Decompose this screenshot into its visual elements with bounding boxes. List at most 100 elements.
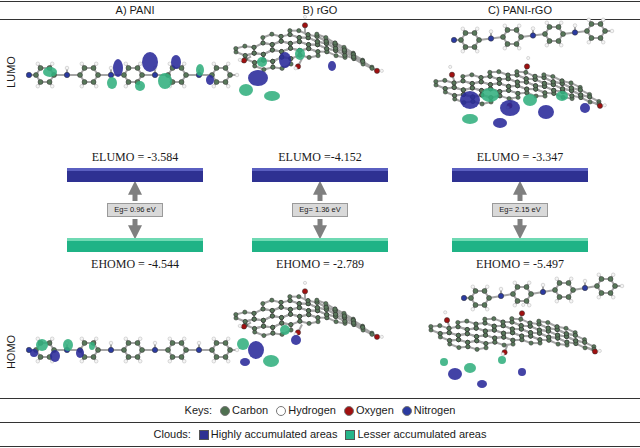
atom [64, 72, 69, 77]
atom [573, 333, 577, 337]
atom [271, 325, 275, 329]
atom [480, 102, 484, 106]
atom [463, 30, 468, 35]
atom [566, 295, 571, 300]
atom [546, 326, 550, 330]
atom [170, 355, 175, 360]
atom [94, 62, 98, 66]
atom [483, 329, 487, 333]
atom [212, 62, 216, 66]
atom [374, 334, 379, 339]
table-rule [0, 1, 640, 2]
atom [324, 305, 328, 309]
atom [552, 88, 556, 92]
atom [588, 100, 592, 104]
atom [520, 334, 524, 338]
atom [288, 299, 292, 303]
atom [601, 40, 605, 44]
atom [302, 23, 307, 28]
atom [497, 81, 501, 85]
atom [514, 27, 519, 32]
orbital-cloud [464, 363, 476, 373]
atom [325, 47, 329, 51]
legend-text: Oxygen [356, 404, 394, 417]
atom [214, 80, 219, 85]
atom [452, 85, 456, 89]
atom [306, 43, 310, 47]
homo-level-bar: EHOMO = -4.544 [67, 238, 203, 252]
legend-row: Keys:CarbonHydrogenOxygenNitrogen [0, 404, 640, 417]
atom [235, 348, 239, 352]
atom [252, 51, 256, 55]
atom [184, 73, 189, 78]
band-gap-value: Eg= 1.36 eV [299, 205, 341, 215]
atom [599, 291, 604, 296]
atom [261, 52, 265, 56]
atom [515, 80, 519, 84]
atom [243, 319, 247, 323]
atom [361, 59, 365, 63]
orbital-cloud [63, 339, 73, 351]
table-rule [0, 446, 640, 447]
atom [488, 74, 492, 78]
atom [524, 77, 528, 81]
atom [243, 53, 247, 57]
orbital-cloud [500, 100, 520, 116]
atom [479, 80, 483, 84]
atom [109, 341, 113, 345]
atom [315, 40, 319, 44]
atom [516, 91, 520, 95]
orbital-cloud [264, 91, 280, 101]
atom [506, 84, 510, 88]
atom [465, 327, 469, 331]
atom [475, 339, 479, 343]
atom [461, 295, 466, 300]
orbital-cloud [206, 75, 214, 85]
orbital-cloud [237, 338, 249, 350]
atom [474, 322, 478, 326]
legend-text: Nitrogen [414, 404, 456, 417]
atom [507, 88, 511, 92]
atom [316, 316, 320, 320]
atom [352, 321, 356, 325]
atom [533, 84, 537, 88]
atom [620, 284, 624, 288]
atom [501, 352, 504, 355]
atom [447, 326, 451, 330]
atom [592, 349, 597, 354]
atom [477, 38, 482, 43]
atom [485, 307, 489, 311]
atom [598, 21, 603, 26]
atom [474, 334, 478, 338]
atom [82, 340, 87, 345]
atom [170, 340, 175, 345]
atom [212, 84, 216, 88]
atom [525, 87, 529, 91]
legend-item: Nitrogen [402, 404, 456, 417]
atom [26, 72, 31, 77]
atom [510, 327, 514, 331]
atom-swatch [402, 406, 412, 416]
atom [525, 87, 529, 91]
atom [579, 93, 583, 97]
atom [214, 355, 219, 360]
atom [505, 42, 510, 47]
atom [465, 319, 469, 323]
atom [522, 303, 525, 306]
atom [306, 309, 310, 313]
atom [307, 55, 311, 59]
legend-heading: Clouds: [154, 428, 191, 441]
atom [608, 291, 613, 296]
atom [501, 320, 505, 324]
atom [306, 299, 310, 303]
atom [451, 37, 456, 42]
atom [140, 348, 145, 353]
atom [168, 337, 172, 341]
atom [78, 73, 83, 78]
atom [223, 355, 228, 360]
atom [479, 80, 483, 84]
atom [517, 46, 521, 50]
atom [551, 74, 555, 78]
orbital-cloud [477, 380, 487, 388]
atom [270, 308, 274, 312]
